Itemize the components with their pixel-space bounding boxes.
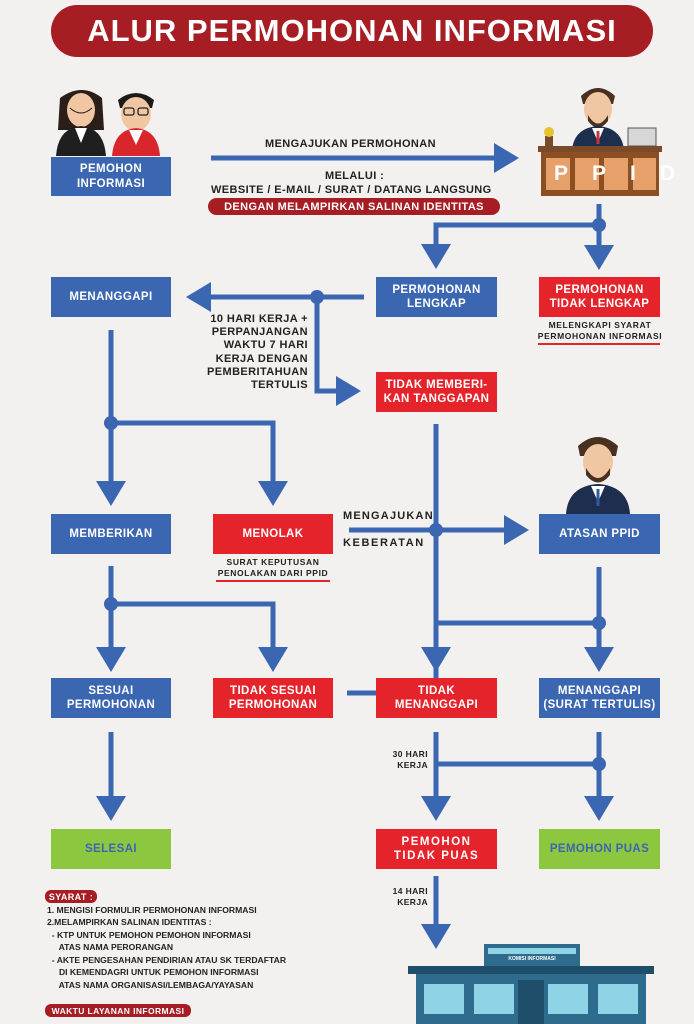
node-permohonan-lengkap: PERMOHONAN LENGKAP: [376, 277, 497, 317]
node-tidak-sesuai-permohonan: TIDAK SESUAI PERMOHONAN: [213, 678, 333, 718]
junction-ppid: [592, 218, 606, 232]
syarat-item: - AKTE PENGESAHAN PENDIRIAN ATAU SK TERD…: [47, 954, 287, 965]
arrow-to-tidak-menanggapi: [421, 620, 599, 672]
node-selesai: SELESAI: [51, 829, 171, 869]
label-melalui: MELALUI :: [325, 170, 385, 182]
junction-lengkap: [310, 290, 324, 304]
junction-30-hari: [592, 757, 606, 771]
syarat-item: DI KEMENDAGRI UNTUK PEMOHON INFORMASI: [47, 967, 259, 978]
node-tidak-menanggapi: TIDAK MENANGGAPI: [376, 678, 497, 718]
label-hari-kerja-14: 14 HARI KERJA: [392, 886, 428, 908]
line-tidak-sesuai-up: [347, 424, 439, 696]
arrow-to-tidak-memberikan: [314, 297, 361, 406]
label-hari-kerja-30: 30 HARI KERJA: [392, 749, 428, 771]
underline-surat-keputusan: [216, 580, 330, 582]
page-title: ALUR PERMOHONAN INFORMASI: [51, 5, 653, 57]
node-pemohon-tidak-puas: PEMOHON TIDAK PUAS: [376, 829, 497, 869]
label-keberatan: KEBERATAN: [343, 537, 425, 549]
ppid-desk-plates: [546, 158, 656, 190]
node-menanggapi-surat-tertulis: MENANGGAPI (SURAT TERTULIS): [539, 678, 660, 718]
arrow-to-lengkap: [421, 222, 599, 269]
syarat-list: 1. MENGISI FORMULIR PERMOHONAN INFORMASI…: [47, 904, 286, 991]
syarat-item: 2.MELAMPIRKAN SALINAN IDENTITAS :: [47, 917, 212, 928]
syarat-item: ATAS NAMA ORGANISASI/LEMBAGA/YAYASAN: [47, 979, 254, 990]
node-permohonan-tidak-lengkap: PERMOHONAN TIDAK LENGKAP: [539, 277, 660, 317]
label-dengan-salinan: DENGAN MELAMPIRKAN SALINAN IDENTITAS: [208, 198, 500, 215]
node-menanggapi: MENANGGAPI: [51, 277, 171, 317]
syarat-heading: SYARAT :: [45, 890, 97, 903]
label-melengkapi-syarat: MELENGKAPI SYARAT PERMOHONAN INFORMASI: [537, 320, 663, 342]
label-hari-kerja-10: 10 HARI KERJA + PERPANJANGAN WAKTU 7 HAR…: [207, 313, 308, 391]
node-atasan-ppid: ATASAN PPID: [539, 514, 660, 554]
junction-keberatan: [429, 523, 443, 537]
arrow-to-menolak: [111, 420, 288, 506]
junction-menanggapi: [104, 416, 118, 430]
label-komisi-informasi: KOMISI INFORMASI: [508, 956, 556, 962]
komisi-informasi-building-icon: [408, 944, 654, 1024]
label-surat-keputusan: SURAT KEPUTUSAN PENOLAKAN DARI PPID: [217, 557, 329, 579]
pemohon-people-icon: [56, 90, 160, 156]
node-menolak: MENOLAK: [213, 514, 333, 554]
junction-atasan: [592, 616, 606, 630]
node-memberikan: MEMBERIKAN: [51, 514, 171, 554]
node-pemohon-puas: PEMOHON PUAS: [539, 829, 660, 869]
node-tidak-memberikan-tanggapan: TIDAK MEMBERI- KAN TANGGAPAN: [376, 372, 497, 412]
arrow-to-tidak-sesuai: [111, 601, 288, 672]
syarat-item: ATAS NAMA PERORANGAN: [47, 942, 174, 953]
node-pemohon-informasi: PEMOHON INFORMASI: [51, 157, 171, 196]
node-sesuai-permohonan: SESUAI PERMOHONAN: [51, 678, 171, 718]
atasan-ppid-icon: [566, 437, 630, 514]
label-mengajukan: MENGAJUKAN: [343, 510, 434, 522]
label-channels: WEBSITE / E-MAIL / SURAT / DATANG LANGSU…: [211, 184, 492, 196]
syarat-item: 1. MENGISI FORMULIR PERMOHONAN INFORMASI: [47, 905, 257, 915]
underline-melengkapi: [538, 343, 660, 345]
waktu-layanan-heading: WAKTU LAYANAN INFORMASI: [45, 1004, 191, 1017]
ppid-officer-icon: [544, 88, 657, 150]
label-mengajukan-permohonan: MENGAJUKAN PERMOHONAN: [265, 138, 436, 150]
ppid-desk-sign: PPID: [554, 162, 694, 185]
syarat-item: - KTP UNTUK PEMOHON PEMOHON INFORMASI: [47, 929, 251, 940]
junction-memberikan: [104, 597, 118, 611]
